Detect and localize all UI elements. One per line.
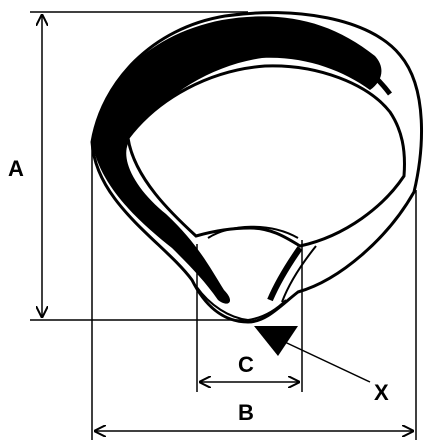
dimension-a: A — [8, 11, 248, 321]
label-x: X — [374, 380, 389, 405]
label-c: C — [238, 352, 254, 377]
label-b: B — [238, 400, 254, 425]
pointer-x: X — [254, 326, 389, 405]
shell-shape — [90, 11, 423, 324]
label-a: A — [8, 156, 24, 181]
dimension-c: C — [196, 240, 303, 392]
dimension-b: B — [91, 144, 417, 440]
